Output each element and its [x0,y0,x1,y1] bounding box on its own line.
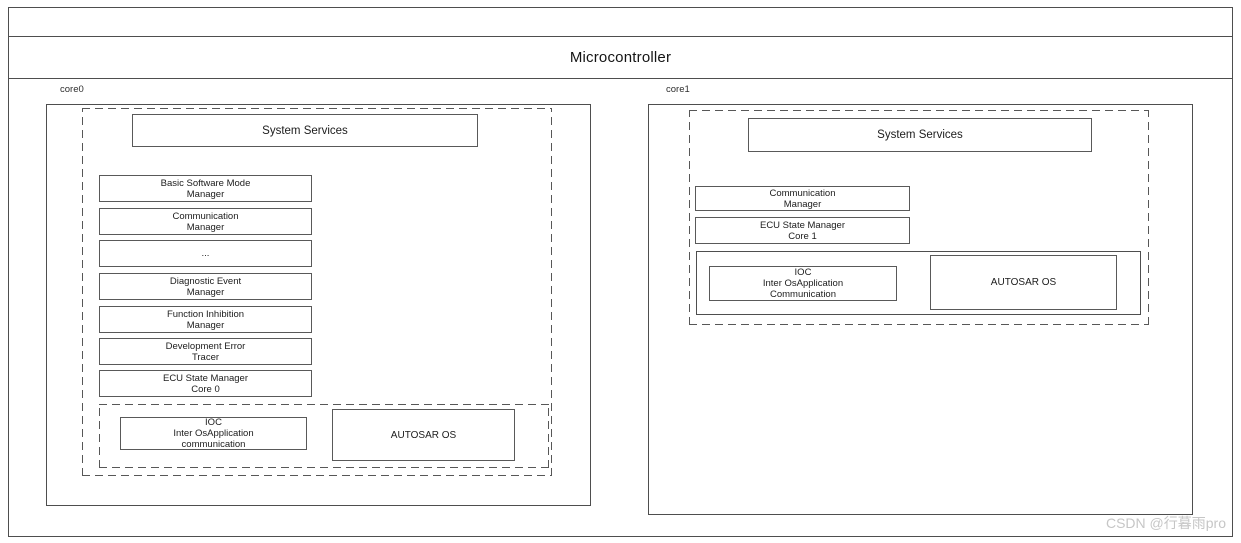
csdn-watermark: CSDN @行暮雨pro [1105,515,1226,531]
module-line2: Manager [783,198,822,210]
core0-module-ellipsis: ... [99,240,312,267]
core0-box [46,104,591,506]
core0-autosar-os-box: AUTOSAR OS [332,409,515,461]
core0-module-ecu-state-manager: ECU State Manager Core 0 [99,370,312,397]
core1-autosar-os-box: AUTOSAR OS [930,255,1117,310]
core1-ioc-box: IOC Inter OsApplication Communication [709,266,897,301]
module-line2: Core 0 [191,383,220,395]
core0-module-basic-software-mode-manager: Basic Software Mode Manager [99,175,312,202]
module-line1: Development Error [165,340,246,352]
module-line2: Manager [186,319,225,331]
module-line1: Communication [172,210,239,222]
ioc-line3: communication [181,439,246,450]
module-line2: Manager [186,221,225,233]
core0-module-development-error-tracer: Development Error Tracer [99,338,312,365]
module-line1: Function Inhibition [166,308,245,320]
module-line1: ECU State Manager [162,372,248,384]
module-line1: Basic Software Mode [160,177,251,189]
core1-module-communication-manager: Communication Manager [695,186,910,211]
core0-module-function-inhibition-manager: Function Inhibition Manager [99,306,312,333]
system-services-label: System Services [877,129,963,141]
ioc-line1: IOC [205,417,222,428]
microcontroller-title: Microcontroller [569,49,672,66]
module-line2: Manager [186,286,225,298]
autosar-os-label: AUTOSAR OS [390,429,457,441]
system-services-label: System Services [262,124,348,137]
ioc-line1: IOC [794,267,812,278]
module-line1: Communication [769,187,836,199]
core0-ioc-box: IOC Inter OsApplication communication [120,417,307,450]
module-line2: Manager [186,188,225,200]
ioc-line3: Communication [770,289,836,300]
core0-module-diagnostic-event-manager: Diagnostic Event Manager [99,273,312,300]
core1-os-container [696,251,1141,315]
module-line2: Tracer [191,351,220,363]
core1-system-services-box: System Services [748,118,1092,152]
core1-module-ecu-state-manager: ECU State Manager Core 1 [695,217,910,244]
module-line2: Core 1 [788,230,817,242]
core1-box [648,104,1193,515]
ioc-line2: Inter OsApplication [173,428,254,439]
module-line1: ECU State Manager [759,219,845,231]
core0-module-communication-manager: Communication Manager [99,208,312,235]
microcontroller-outer-frame [8,7,1233,537]
module-line1: ... [201,248,210,259]
module-line1: Diagnostic Event [169,275,242,287]
autosar-os-label: AUTOSAR OS [990,277,1057,288]
ioc-line2: Inter OsApplication [762,278,844,289]
core0-system-services-box: System Services [132,114,478,147]
core0-label: core0 [60,84,84,95]
microcontroller-header: Microcontroller [8,36,1233,79]
core1-label: core1 [666,84,690,95]
